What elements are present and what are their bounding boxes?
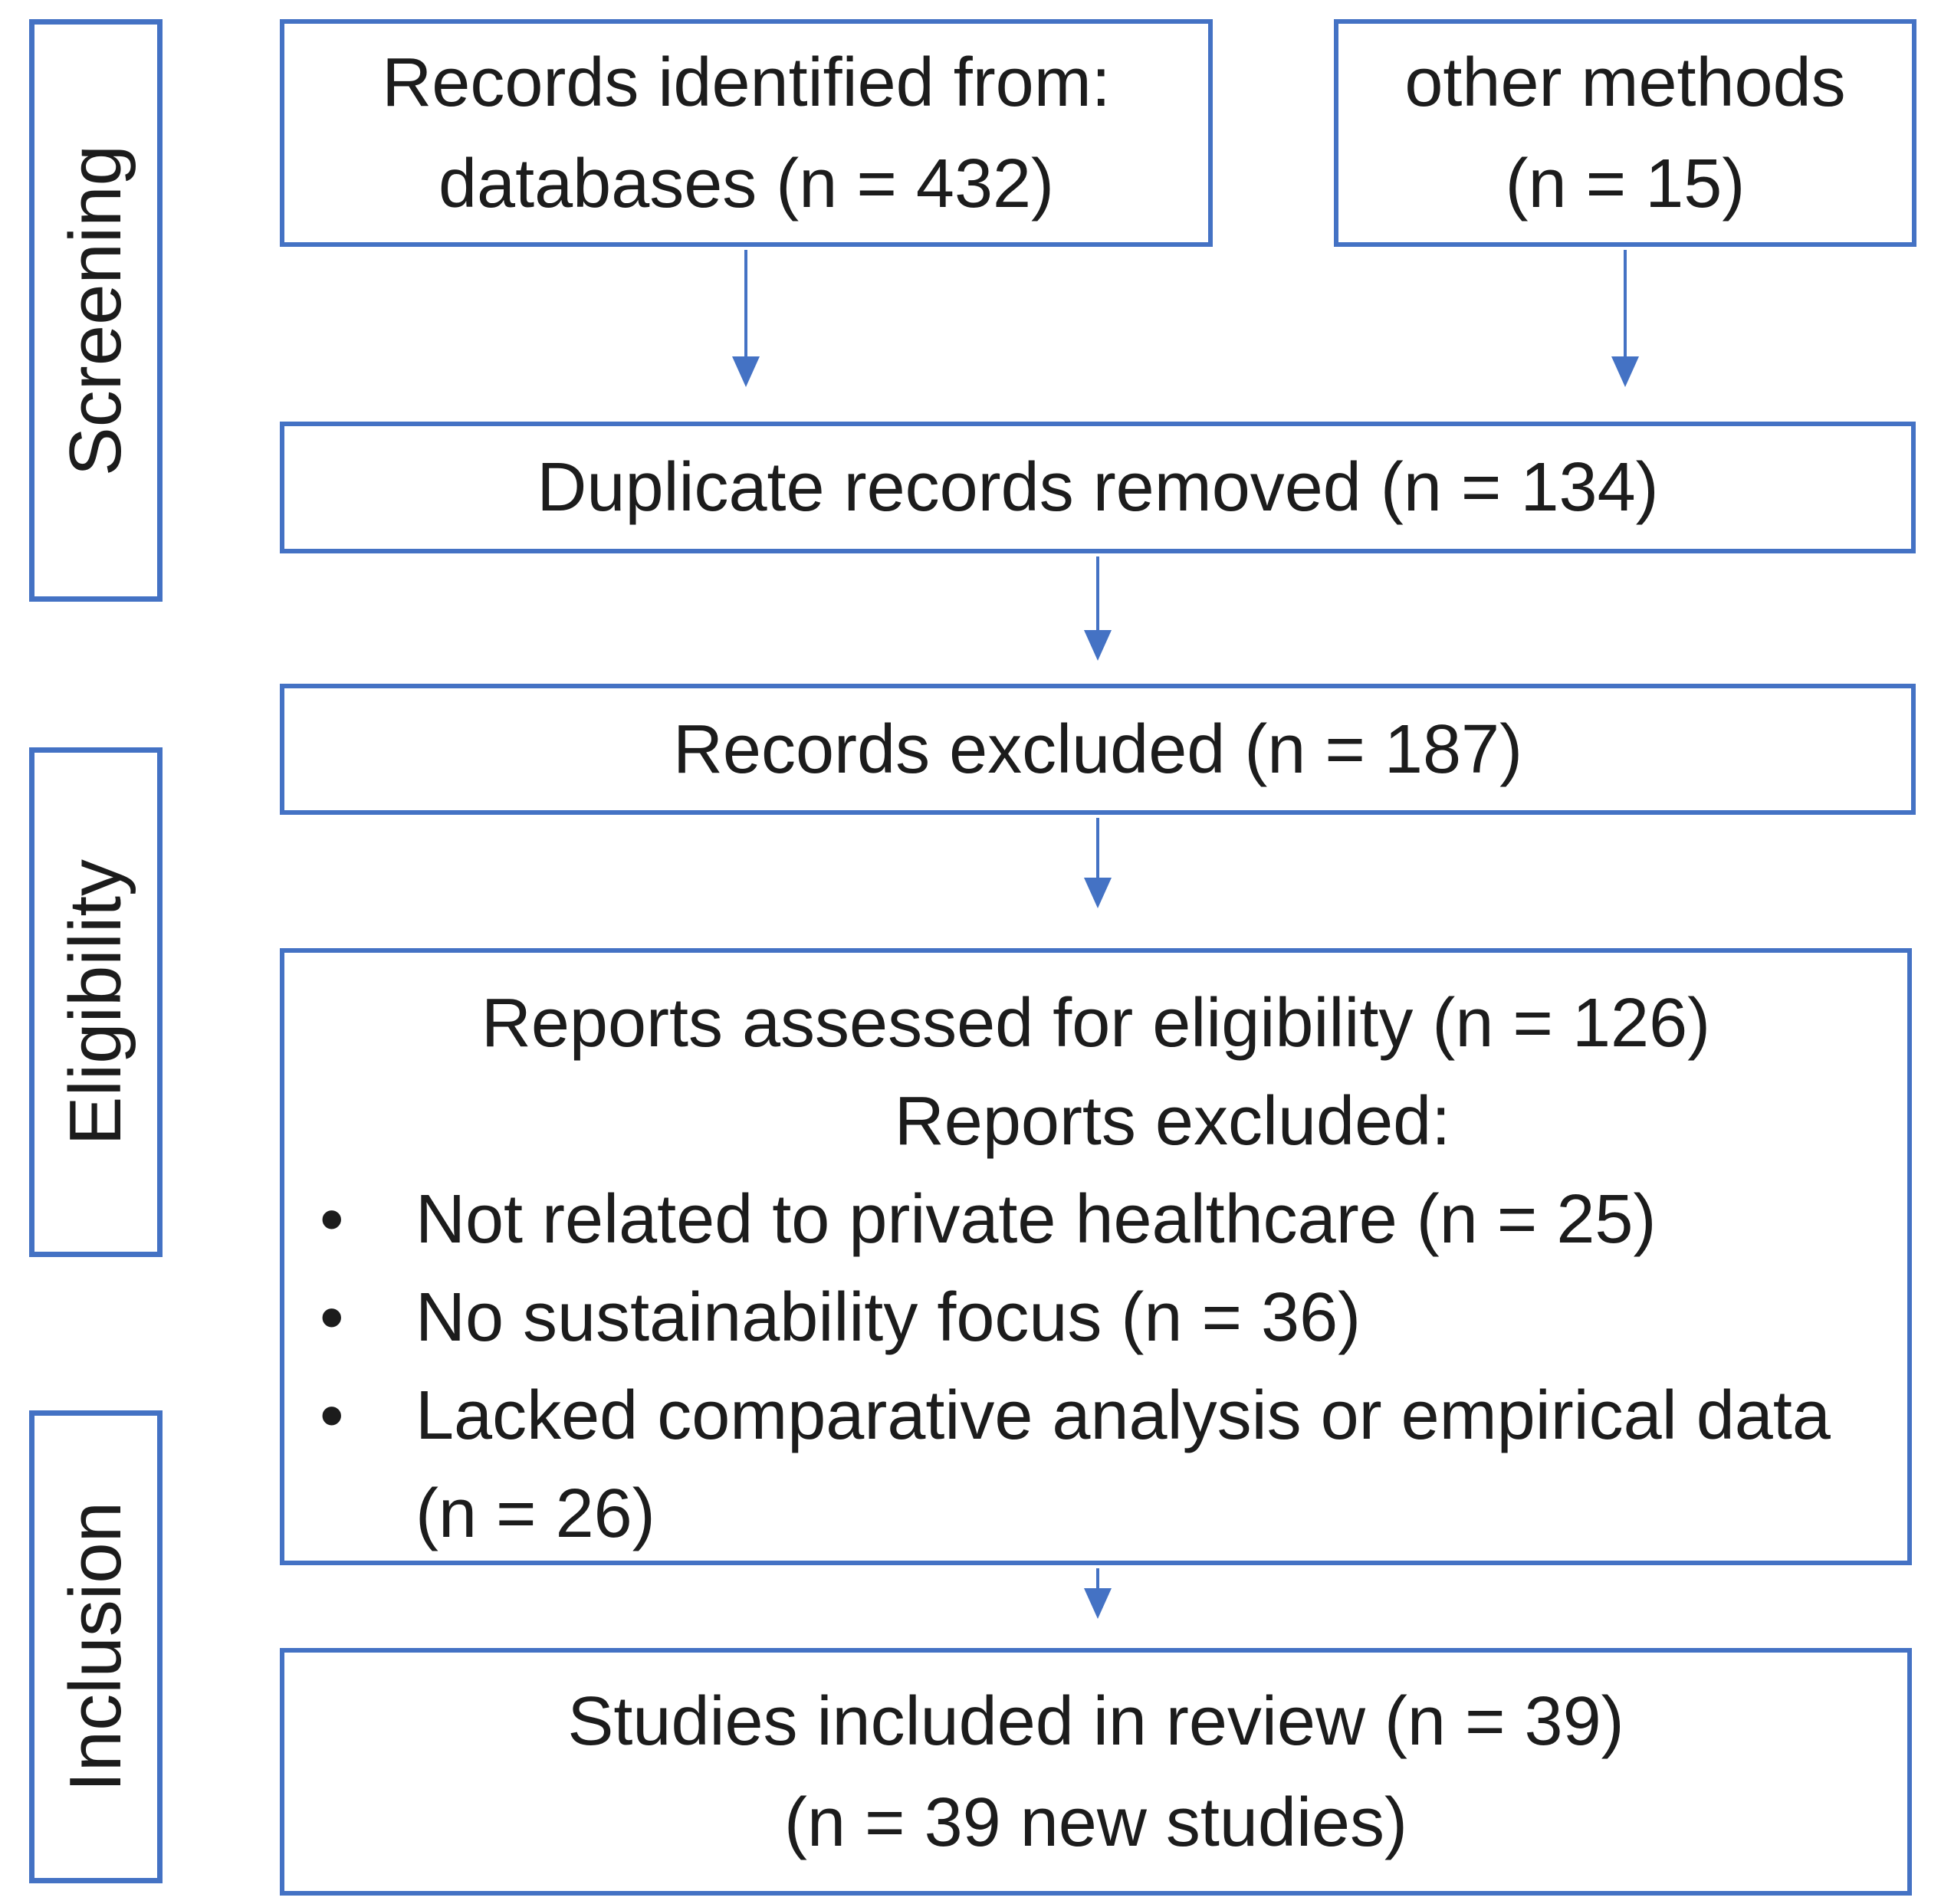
arrow-other-to-duplicates xyxy=(1624,250,1627,356)
box-duplicate-records-removed: Duplicate records removed (n = 134) xyxy=(280,422,1916,553)
records-identified-line2: databases (n = 432) xyxy=(438,145,1055,222)
records-identified-line1: Records identified from: xyxy=(382,44,1111,121)
arrow-records-to-duplicates xyxy=(744,250,747,356)
box-records-excluded: Records excluded (n = 187) xyxy=(280,684,1916,815)
records-excluded-text: Records excluded (n = 187) xyxy=(672,711,1523,788)
studies-included-line2: (n = 39 new studies) xyxy=(784,1784,1407,1861)
reports-excluded-bullet-2: • No sustainability focus (n = 36) xyxy=(315,1269,1877,1367)
bullet-icon: • xyxy=(320,1377,344,1454)
box-other-methods: other methods (n = 15) xyxy=(1334,19,1916,247)
reports-assessed-heading: Reports assessed for eligibility (n = 12… xyxy=(481,985,1711,1062)
other-methods-line1: other methods xyxy=(1404,44,1846,121)
stage-label-screening: Screening xyxy=(29,19,163,602)
box-studies-included: Studies included in review (n = 39) (n =… xyxy=(280,1648,1912,1896)
bullet-2-text: No sustainability focus (n = 36) xyxy=(415,1279,1361,1356)
bullet-1-text: Not related to private healthcare (n = 2… xyxy=(415,1181,1657,1258)
studies-included-line1: Studies included in review (n = 39) xyxy=(567,1682,1624,1760)
box-reports-assessed: Reports assessed for eligibility (n = 12… xyxy=(280,948,1912,1565)
bullet-icon: • xyxy=(320,1279,344,1356)
reports-excluded-subheading: Reports excluded: xyxy=(894,1083,1451,1160)
duplicates-removed-text: Duplicate records removed (n = 134) xyxy=(537,449,1659,526)
bullet-icon: • xyxy=(320,1181,344,1258)
reports-excluded-bullet-1: • Not related to private healthcare (n =… xyxy=(315,1170,1877,1269)
stage-label-inclusion: Inclusion xyxy=(29,1410,163,1883)
reports-excluded-bullet-3: • Lacked comparative analysis or empiric… xyxy=(315,1367,1877,1563)
stage-label-eligibility: Eligibility xyxy=(29,747,163,1257)
stage-label-eligibility-text: Eligibility xyxy=(54,858,136,1146)
other-methods-line2: (n = 15) xyxy=(1505,145,1746,222)
arrow-assessed-to-included xyxy=(1096,1568,1099,1588)
bullet-3-text: Lacked comparative analysis or empirical… xyxy=(415,1377,1831,1552)
stage-label-inclusion-text: Inclusion xyxy=(54,1502,136,1792)
stage-label-screening-text: Screening xyxy=(54,144,136,477)
box-records-identified: Records identified from: databases (n = … xyxy=(280,19,1213,247)
arrow-duplicates-to-excluded xyxy=(1096,556,1099,630)
arrow-excluded-to-assessed xyxy=(1096,818,1099,878)
